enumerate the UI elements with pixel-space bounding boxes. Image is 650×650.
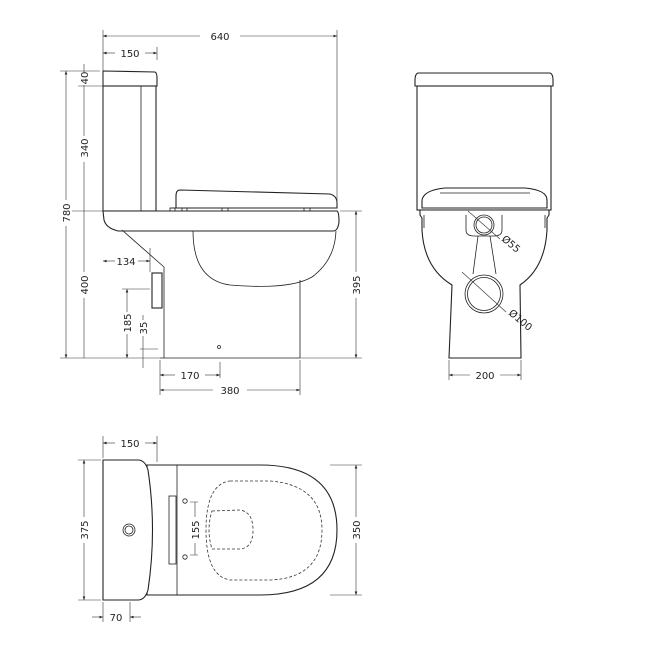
dim-340: 340: [80, 138, 91, 157]
dim-185: 185: [123, 313, 134, 332]
pan-rim: [102, 210, 340, 232]
top-view: 150 375 350 155 70: [78, 436, 363, 624]
dim-200: 200: [475, 371, 494, 382]
side-view: 640 150 780 40 340 400 395 134 185 35 17…: [60, 30, 363, 397]
dim-70: 70: [110, 613, 123, 624]
seat-opening: [208, 509, 254, 550]
dim-380: 380: [220, 386, 239, 397]
pan-top: [146, 464, 338, 596]
dim-40: 40: [80, 72, 91, 85]
dim-780: 780: [62, 203, 73, 222]
dim-395: 395: [352, 275, 363, 294]
dim-170: 170: [180, 371, 199, 382]
dim-150-side: 150: [120, 49, 139, 60]
cistern-top: [102, 459, 154, 601]
seat-lid: [175, 189, 338, 209]
dim-375: 375: [80, 520, 91, 539]
flush-button-icon: [122, 523, 136, 537]
dim-350: 350: [352, 520, 363, 539]
dim-134: 134: [116, 257, 135, 268]
seat-front: [421, 187, 548, 209]
pan-front: [419, 209, 550, 359]
cistern: [102, 85, 157, 212]
cistern-lid: [102, 70, 158, 87]
dim-150-top: 150: [120, 439, 139, 450]
seat-outline: [205, 480, 323, 581]
dim-640: 640: [210, 32, 229, 43]
dim-155: 155: [191, 520, 202, 539]
front-view: Ø55 Ø100 200: [414, 72, 554, 382]
inlet-pipe: [151, 272, 163, 309]
dim-400: 400: [80, 275, 91, 294]
dim-35: 35: [139, 322, 150, 335]
cistern-lid-front: [414, 72, 554, 87]
